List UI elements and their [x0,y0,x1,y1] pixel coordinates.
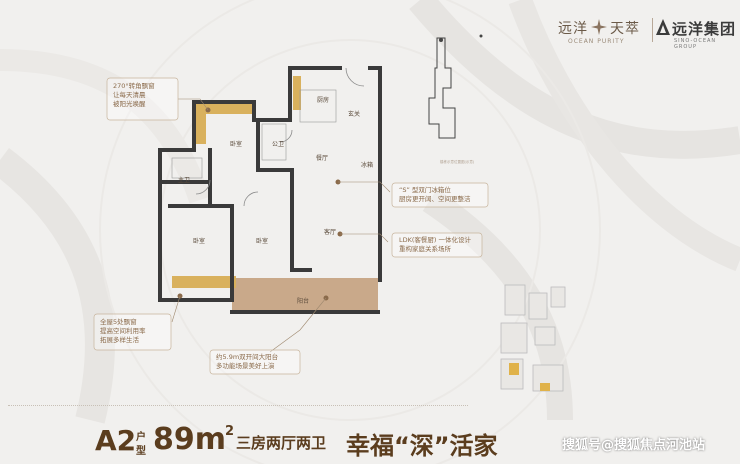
project-logo: 远洋 天萃 OCEAN PURITY [558,18,650,48]
room-master-bath: 主卫 [178,177,191,184]
unit-type-suffix-top: 户 [136,432,146,443]
room-living: 客厅 [324,229,337,236]
room-balcony: 阳台 [297,298,310,305]
balcony-area [232,278,378,312]
project-name-part2: 天萃 [610,21,640,37]
footer-title-bar: A2 户 型 89m 2 三房两厅两卫 幸福“深”活家 搜狐号@搜狐焦点河池站 [0,420,740,464]
unit-slogan: 幸福“深”活家 [346,432,498,460]
site-key-plan [500,284,566,392]
callout-bay-window-270: 270°转角飘窗 让每天清晨 被阳光唤醒 [113,82,155,108]
room-restaurant: 餐厅 [316,155,329,162]
group-name: 远洋集团 [672,20,737,38]
unit-area-sup: 2 [225,424,235,439]
callout-ldk: LDK(客餐厨) 一体化设计 重构家庭关系场所 [399,236,472,253]
disclaimer-line [8,405,468,408]
room-bedroom-left: 卧室 [193,238,206,245]
unit-type-suffix-bottom: 型 [136,446,146,457]
project-name-part1: 远洋 [558,21,588,37]
key-plan-highlight [509,363,519,375]
unit-type-code: A2 [95,424,137,457]
room-kitchen: 厨房 [317,97,330,104]
room-bedroom-mid: 卧室 [256,238,269,245]
bay-window-bedroom [172,276,236,288]
group-name-en: SINO-OCEAN GROUP [674,38,717,50]
callout-bay-windows: 全屋5处飘窗 提高空间利用率 拓展多样生活 [100,318,146,344]
room-fridge: 冰箱 [361,162,374,169]
watermark: 搜狐号@搜狐焦点河池站 [562,438,706,453]
logo-divider [652,18,653,42]
room-entrance: 玄关 [348,111,361,118]
callout-fridge: “S” 型双门冰箱位 厨房更开阔、空间更整洁 [399,186,471,203]
floor-plan [158,66,382,314]
group-logo: 远洋集团 SINO-OCEAN GROUP [656,16,738,50]
room-bedroom-top: 卧室 [230,141,243,148]
building-outline [428,34,483,139]
unit-layout: 三房两厅两卫 [236,434,327,452]
sino-ocean-mark-icon [656,19,670,35]
unit-area: 89m [153,422,227,457]
star-emblem-icon [591,19,607,35]
bay-window-kitchen [293,76,301,110]
callout-balcony: 约5.9m双开间大阳台 多功能场景美好上演 [216,353,279,370]
room-public-bath: 公卫 [272,141,285,148]
project-name-en: OCEAN PURITY [568,38,625,45]
key-plan-label: 楼栋示意位置图(示意) [440,160,475,164]
